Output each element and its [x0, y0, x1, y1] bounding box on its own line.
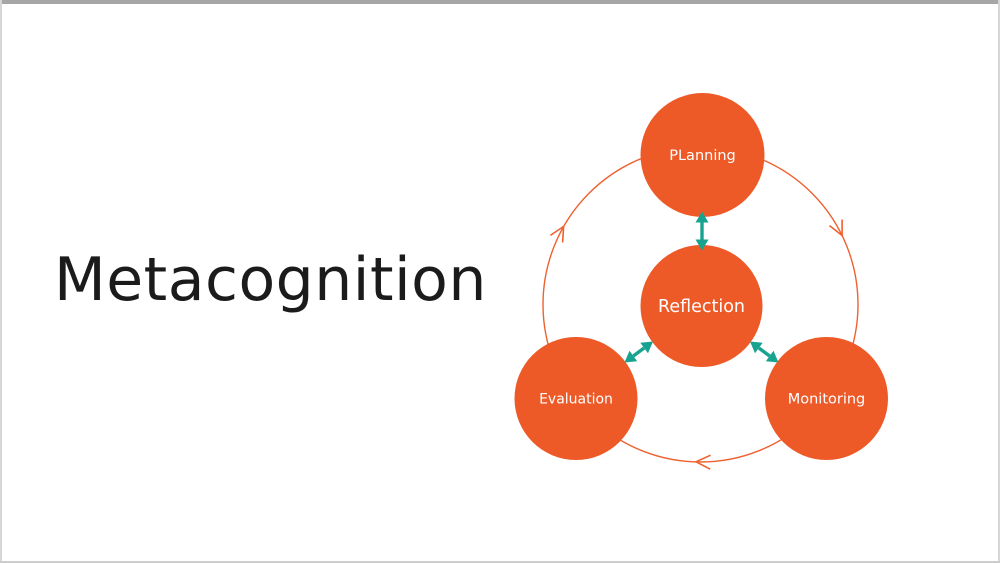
- window-bottom-edge: [0, 561, 1000, 563]
- monitoring-node: [765, 337, 888, 460]
- arrowhead-down-icon: [695, 239, 709, 251]
- reflection-node: [640, 245, 763, 367]
- cycle-arrowhead-right-icon: [829, 219, 843, 238]
- page-title: Metacognition: [54, 245, 487, 315]
- arrowhead-lower-right-icon: [765, 350, 779, 363]
- window-right-edge: [998, 0, 1000, 563]
- planning-node: [640, 93, 765, 217]
- window-top-edge: [0, 0, 1000, 4]
- reflection-node-label: Reflection: [658, 297, 745, 317]
- arrow-shaft: [632, 346, 646, 358]
- cycle-arrowhead-bottom-icon: [694, 454, 711, 470]
- evaluation-node-label: Evaluation: [539, 392, 613, 408]
- arrowhead-up-icon: [695, 211, 709, 223]
- arrowhead-upper-left-icon: [750, 341, 763, 354]
- arrow-shaft: [757, 346, 771, 358]
- evaluation-node: [514, 337, 638, 460]
- planning-reflection-double-arrow-icon: [695, 211, 709, 251]
- arrowhead-upper-right-icon: [640, 341, 653, 354]
- window-left-edge: [0, 0, 2, 563]
- arrowhead-lower-left-icon: [624, 350, 638, 363]
- planning-node-label: PLanning: [669, 148, 736, 164]
- cycle-arrowhead-left-icon: [549, 224, 565, 243]
- reflection-monitoring-double-arrow-icon: [750, 341, 779, 363]
- monitoring-node-label: Monitoring: [788, 392, 866, 408]
- reflection-evaluation-double-arrow-icon: [624, 341, 653, 363]
